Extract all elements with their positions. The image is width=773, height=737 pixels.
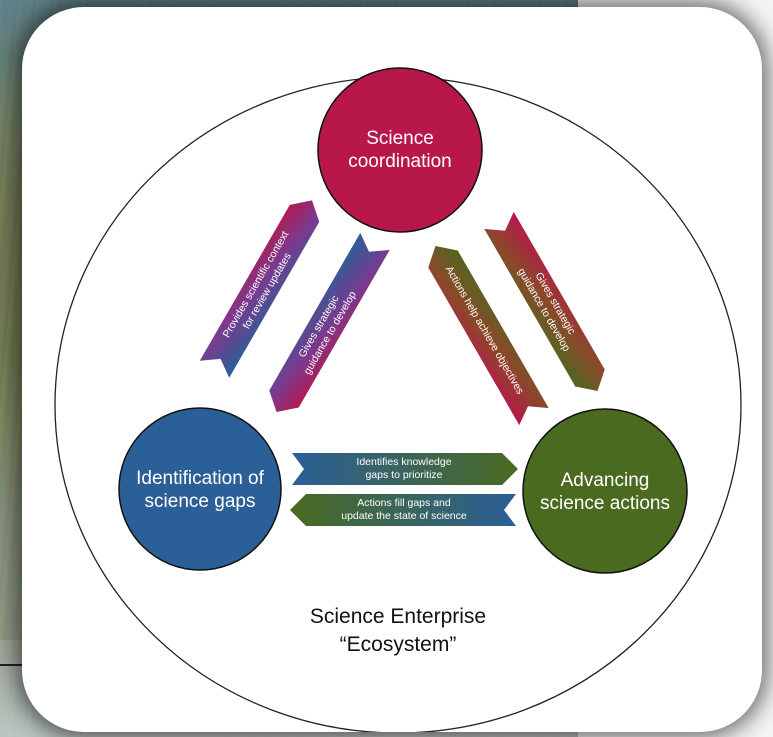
arrow-text-actions-to-gaps: Actions fill gaps and update the state o…	[341, 497, 467, 522]
label-science-coordination: Science coordination	[348, 128, 452, 172]
ecosystem-diagram	[54, 67, 742, 732]
label-advancing-science-actions: Advancing science actions	[540, 470, 670, 514]
node-advancing-science-actions	[522, 408, 688, 574]
arrow-gaps-to-actions	[292, 453, 518, 485]
arrow-text-gaps-to-actions: Identifies knowledge gaps to prioritize	[356, 456, 452, 481]
arrow-gaps-to-coordination	[199, 200, 320, 378]
arrow-actions-to-coordination	[428, 245, 549, 426]
arrow-coordination-to-actions	[484, 211, 605, 392]
node-identification-of-science-gaps	[118, 407, 282, 571]
diagram-card: Science coordination Identification of s…	[22, 7, 762, 732]
arrow-actions-to-gaps	[290, 494, 516, 526]
arrow-coordination-to-gaps	[269, 232, 390, 413]
node-science-coordination	[317, 67, 483, 233]
label-identification-of-science-gaps: Identification of science gaps	[136, 468, 264, 512]
ecosystem-caption: Science Enterprise “Ecosystem”	[309, 605, 487, 656]
